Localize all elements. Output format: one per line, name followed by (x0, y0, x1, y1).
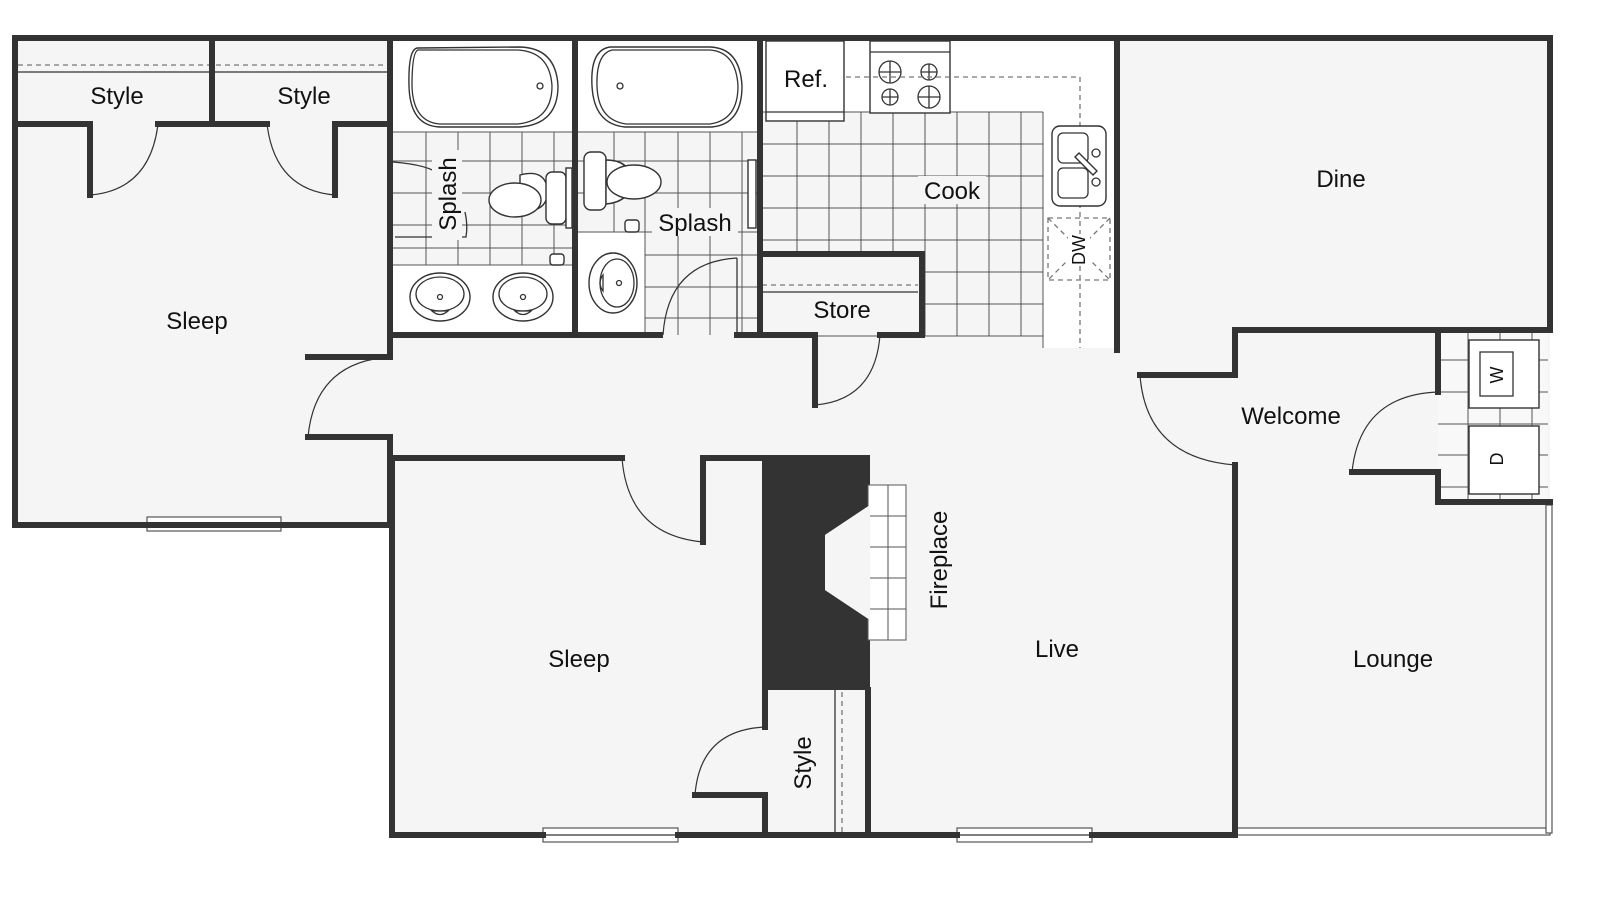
label-washer: W (1487, 367, 1507, 384)
label-fireplace: Fireplace (926, 511, 953, 610)
label-dining: Dine (1316, 166, 1365, 193)
label-dishwasher: DW (1069, 235, 1089, 265)
kitchen (762, 40, 1117, 348)
label-closet-3: Style (790, 736, 817, 789)
label-bath-2: Splash (658, 210, 731, 237)
door-swing (662, 257, 738, 336)
trash-icon (549, 253, 565, 266)
walls (12, 35, 1553, 838)
refrigerator-icon (765, 40, 845, 122)
double-sink-icon (1051, 125, 1107, 207)
door-swing (621, 457, 704, 543)
door-swing (307, 356, 391, 438)
entry-door-swing (1139, 374, 1236, 466)
label-entry: Welcome (1241, 403, 1341, 430)
door-swings (89, 123, 1439, 796)
closets-top (18, 64, 388, 73)
room-labels: Style Style Sleep Splash Splash Ref. Coo… (90, 66, 1507, 790)
stove-icon (869, 40, 951, 114)
sliding-door (1234, 827, 1551, 836)
label-closet-1: Style (90, 83, 143, 110)
double-sink-icon (409, 272, 554, 322)
label-closet-2: Style (277, 83, 330, 110)
door-swing (1351, 391, 1439, 473)
bathtub-icon (408, 46, 559, 128)
label-storage: Store (813, 297, 870, 324)
door-swing (814, 334, 881, 406)
laundry (1438, 332, 1548, 502)
towel-bar-icon (747, 159, 757, 229)
sink-icon (588, 252, 638, 314)
door-swing (266, 123, 336, 196)
label-sleep-2: Sleep (548, 646, 609, 673)
label-bath-1: Splash (435, 157, 462, 230)
label-living: Live (1035, 636, 1079, 663)
label-refrigerator: Ref. (784, 66, 828, 93)
dishwasher-icon (1047, 217, 1111, 281)
bathroom-1 (392, 40, 573, 335)
windows (146, 504, 1553, 843)
closet-3 (834, 690, 843, 832)
label-lounge: Lounge (1353, 646, 1433, 673)
toilet-icon (583, 151, 662, 211)
bathroom-2 (577, 40, 757, 336)
label-dryer: D (1487, 453, 1507, 466)
storage-closet (762, 256, 920, 334)
door-swing (89, 123, 159, 196)
door-swing (694, 726, 766, 796)
dryer-icon (1468, 425, 1540, 495)
trash-icon (624, 219, 640, 233)
fireplace (762, 455, 907, 690)
toilet-icon (488, 167, 573, 229)
washer-icon (1468, 339, 1540, 409)
floor-areas (15, 38, 1550, 835)
label-kitchen: Cook (924, 178, 981, 205)
label-sleep-1: Sleep (166, 308, 227, 335)
bathtub-icon (591, 46, 743, 128)
